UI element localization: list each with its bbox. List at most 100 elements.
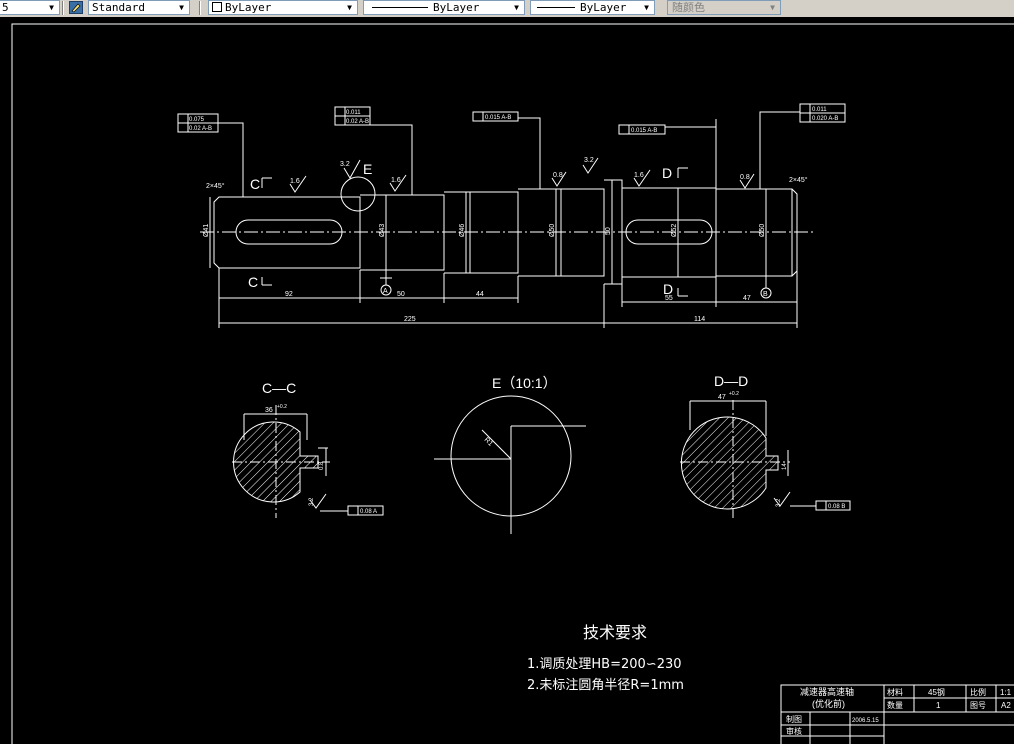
tech-requirements: 技术要求 1.调质处理HB=200∽230 2.未标注圆角半径R=1mm — [527, 623, 684, 693]
shaft-segment-6 — [622, 187, 717, 278]
title-block: 减速器高速轴 (优化前) 材料 45钢 比例 1:1 数量 1 图号 A2 制图… — [780, 684, 1014, 744]
toolbar-separator — [199, 1, 201, 15]
quantity-value: 1 — [936, 701, 941, 710]
shaft-segment-2 — [360, 194, 445, 271]
roughness-value: 3.2 — [584, 157, 594, 164]
section-dd-hatch — [680, 416, 779, 510]
diameter-dim: Ø43 — [379, 224, 386, 237]
part-name-sub: (优化前) — [812, 698, 845, 709]
shaft-main-view — [177, 103, 846, 328]
chamfer-left: 2×45° — [206, 182, 225, 190]
drawing-no-value: A2 — [1001, 701, 1011, 710]
drawing-canvas[interactable]: C C D D E 2×45° 2×45° 1.6 3.2 1.6 0.8 3.… — [0, 17, 1014, 744]
roughness-value: 0.8 — [553, 172, 563, 179]
cad-drawing[interactable]: C C D D E 2×45° 2×45° 1.6 3.2 1.6 0.8 3.… — [0, 17, 1014, 744]
text-style-value: Standard — [92, 1, 145, 14]
section-cc-roughness: 3.2 — [309, 497, 315, 506]
section-d-bottom-mark — [677, 288, 688, 297]
layer-color-value: ByLayer — [225, 1, 272, 14]
section-c-top-mark — [261, 177, 272, 188]
shaft-segment-7 — [716, 188, 798, 277]
keyway-right — [625, 219, 713, 245]
detail-e-view: E（10:1） R1 — [434, 375, 586, 534]
section-c-bottom-label: C — [248, 274, 258, 290]
section-cc-width: 36 — [265, 407, 273, 414]
section-dd-width-tol: +0.2 — [729, 391, 739, 397]
tech-requirements-title: 技术要求 — [583, 623, 647, 642]
previous-style-value: 5 — [2, 1, 9, 14]
section-cc-view: C—C 36 +0.2 0.8 3.2 0.08 A — [232, 380, 384, 518]
diameter-dim: Ø52 — [671, 224, 678, 237]
text-style-dropdown[interactable]: Standard ▼ — [88, 0, 190, 15]
section-cc-depth: 0.8 — [319, 461, 325, 470]
linetype-dropdown[interactable]: ByLayer ▼ — [363, 0, 525, 15]
tolerance-frame-text: 0.02 A-B — [346, 119, 369, 125]
chevron-down-icon: ▼ — [179, 3, 184, 12]
section-dd-view: D—D 47 +0.2 14 3.2 0.08 B — [680, 373, 851, 518]
chevron-down-icon: ▼ — [770, 3, 775, 12]
detail-e-label: E — [363, 161, 372, 177]
section-dd-roughness: 3.2 — [776, 498, 782, 507]
chevron-down-icon: ▼ — [49, 3, 54, 12]
roughness-value: 1.6 — [290, 178, 300, 185]
section-cc-title: C—C — [262, 380, 296, 396]
shaft-segment-1 — [213, 196, 361, 269]
shaft-collar — [604, 179, 623, 285]
diameter-dim: Ø46 — [459, 224, 466, 237]
roughness-value: 1.6 — [634, 172, 644, 179]
roughness-value: 3.2 — [340, 161, 350, 168]
section-dd-title: D—D — [714, 373, 748, 389]
tech-requirement-item: 1.调质处理HB=200∽230 — [527, 657, 682, 672]
chevron-down-icon: ▼ — [644, 3, 649, 12]
length-dim: 92 — [285, 291, 293, 298]
section-d-top-mark — [677, 167, 688, 178]
diameter-dim: Ø50 — [549, 224, 556, 237]
toolbar-separator — [62, 1, 64, 15]
linetype-value: ByLayer — [433, 1, 480, 14]
material-value: 45钢 — [928, 687, 945, 697]
properties-toolbar: 5 ▼ Standard ▼ ByLayer ▼ ByLayer ▼ ByLay… — [0, 0, 1014, 18]
text-style-icon[interactable] — [69, 1, 83, 14]
layer-color-dropdown[interactable]: ByLayer ▼ — [208, 0, 358, 15]
chevron-down-icon: ▼ — [347, 3, 352, 12]
length-dim: 50 — [397, 291, 405, 298]
drawn-date: 2006.5.15 — [852, 718, 879, 724]
lineweight-preview — [537, 7, 575, 8]
section-cc-width-tol: +0.2 — [277, 404, 287, 410]
quantity-label: 数量 — [887, 700, 903, 710]
chamfer-right: 2×45° — [789, 176, 808, 184]
plot-style-dropdown[interactable]: 随颜色 ▼ — [667, 0, 781, 15]
drawing-frame — [11, 23, 1014, 744]
tolerance-frame-text: 0.015 A-B — [485, 115, 511, 121]
linetype-preview — [372, 7, 428, 8]
plot-style-value: 随颜色 — [672, 1, 705, 14]
datum-a-label: A — [383, 288, 388, 295]
section-dd-width: 47 — [718, 394, 726, 401]
shaft-segment-3 — [444, 191, 519, 274]
detail-e-title: E（10:1） — [492, 375, 557, 391]
lineweight-dropdown[interactable]: ByLayer ▼ — [530, 0, 655, 15]
previous-style-dropdown[interactable]: 5 ▼ — [0, 0, 60, 15]
tolerance-frame-text: 0.011 — [346, 110, 361, 116]
section-dd-tolerance: 0.08 B — [828, 504, 845, 510]
keyway-left — [235, 219, 343, 245]
length-dim: 114 — [694, 316, 705, 323]
section-dd-depth: 14 — [782, 463, 788, 470]
section-c-top-label: C — [250, 176, 260, 192]
tolerance-frame-text: 0.020 A-B — [812, 116, 838, 122]
section-d-top-label: D — [662, 165, 672, 181]
material-label: 材料 — [887, 687, 903, 697]
tolerance-frame-text: 0.02 A-B — [189, 126, 212, 132]
diameter-dim: Ø50 — [759, 224, 766, 237]
section-c-bottom-mark — [261, 277, 272, 286]
section-d-bottom-label: D — [663, 281, 673, 297]
tolerance-frame-text: 0.015 A-B — [631, 128, 657, 134]
tech-requirement-item: 2.未标注圆角半径R=1mm — [527, 678, 684, 693]
lineweight-value: ByLayer — [580, 1, 627, 14]
diameter-dim: 50 — [605, 227, 612, 235]
checked-label: 审核 — [786, 726, 802, 736]
tolerance-frame-text: 0.011 — [812, 107, 827, 113]
color-swatch-icon — [212, 2, 222, 12]
detail-e-radius: R1 — [483, 436, 494, 447]
roughness-value: 1.6 — [391, 177, 401, 184]
